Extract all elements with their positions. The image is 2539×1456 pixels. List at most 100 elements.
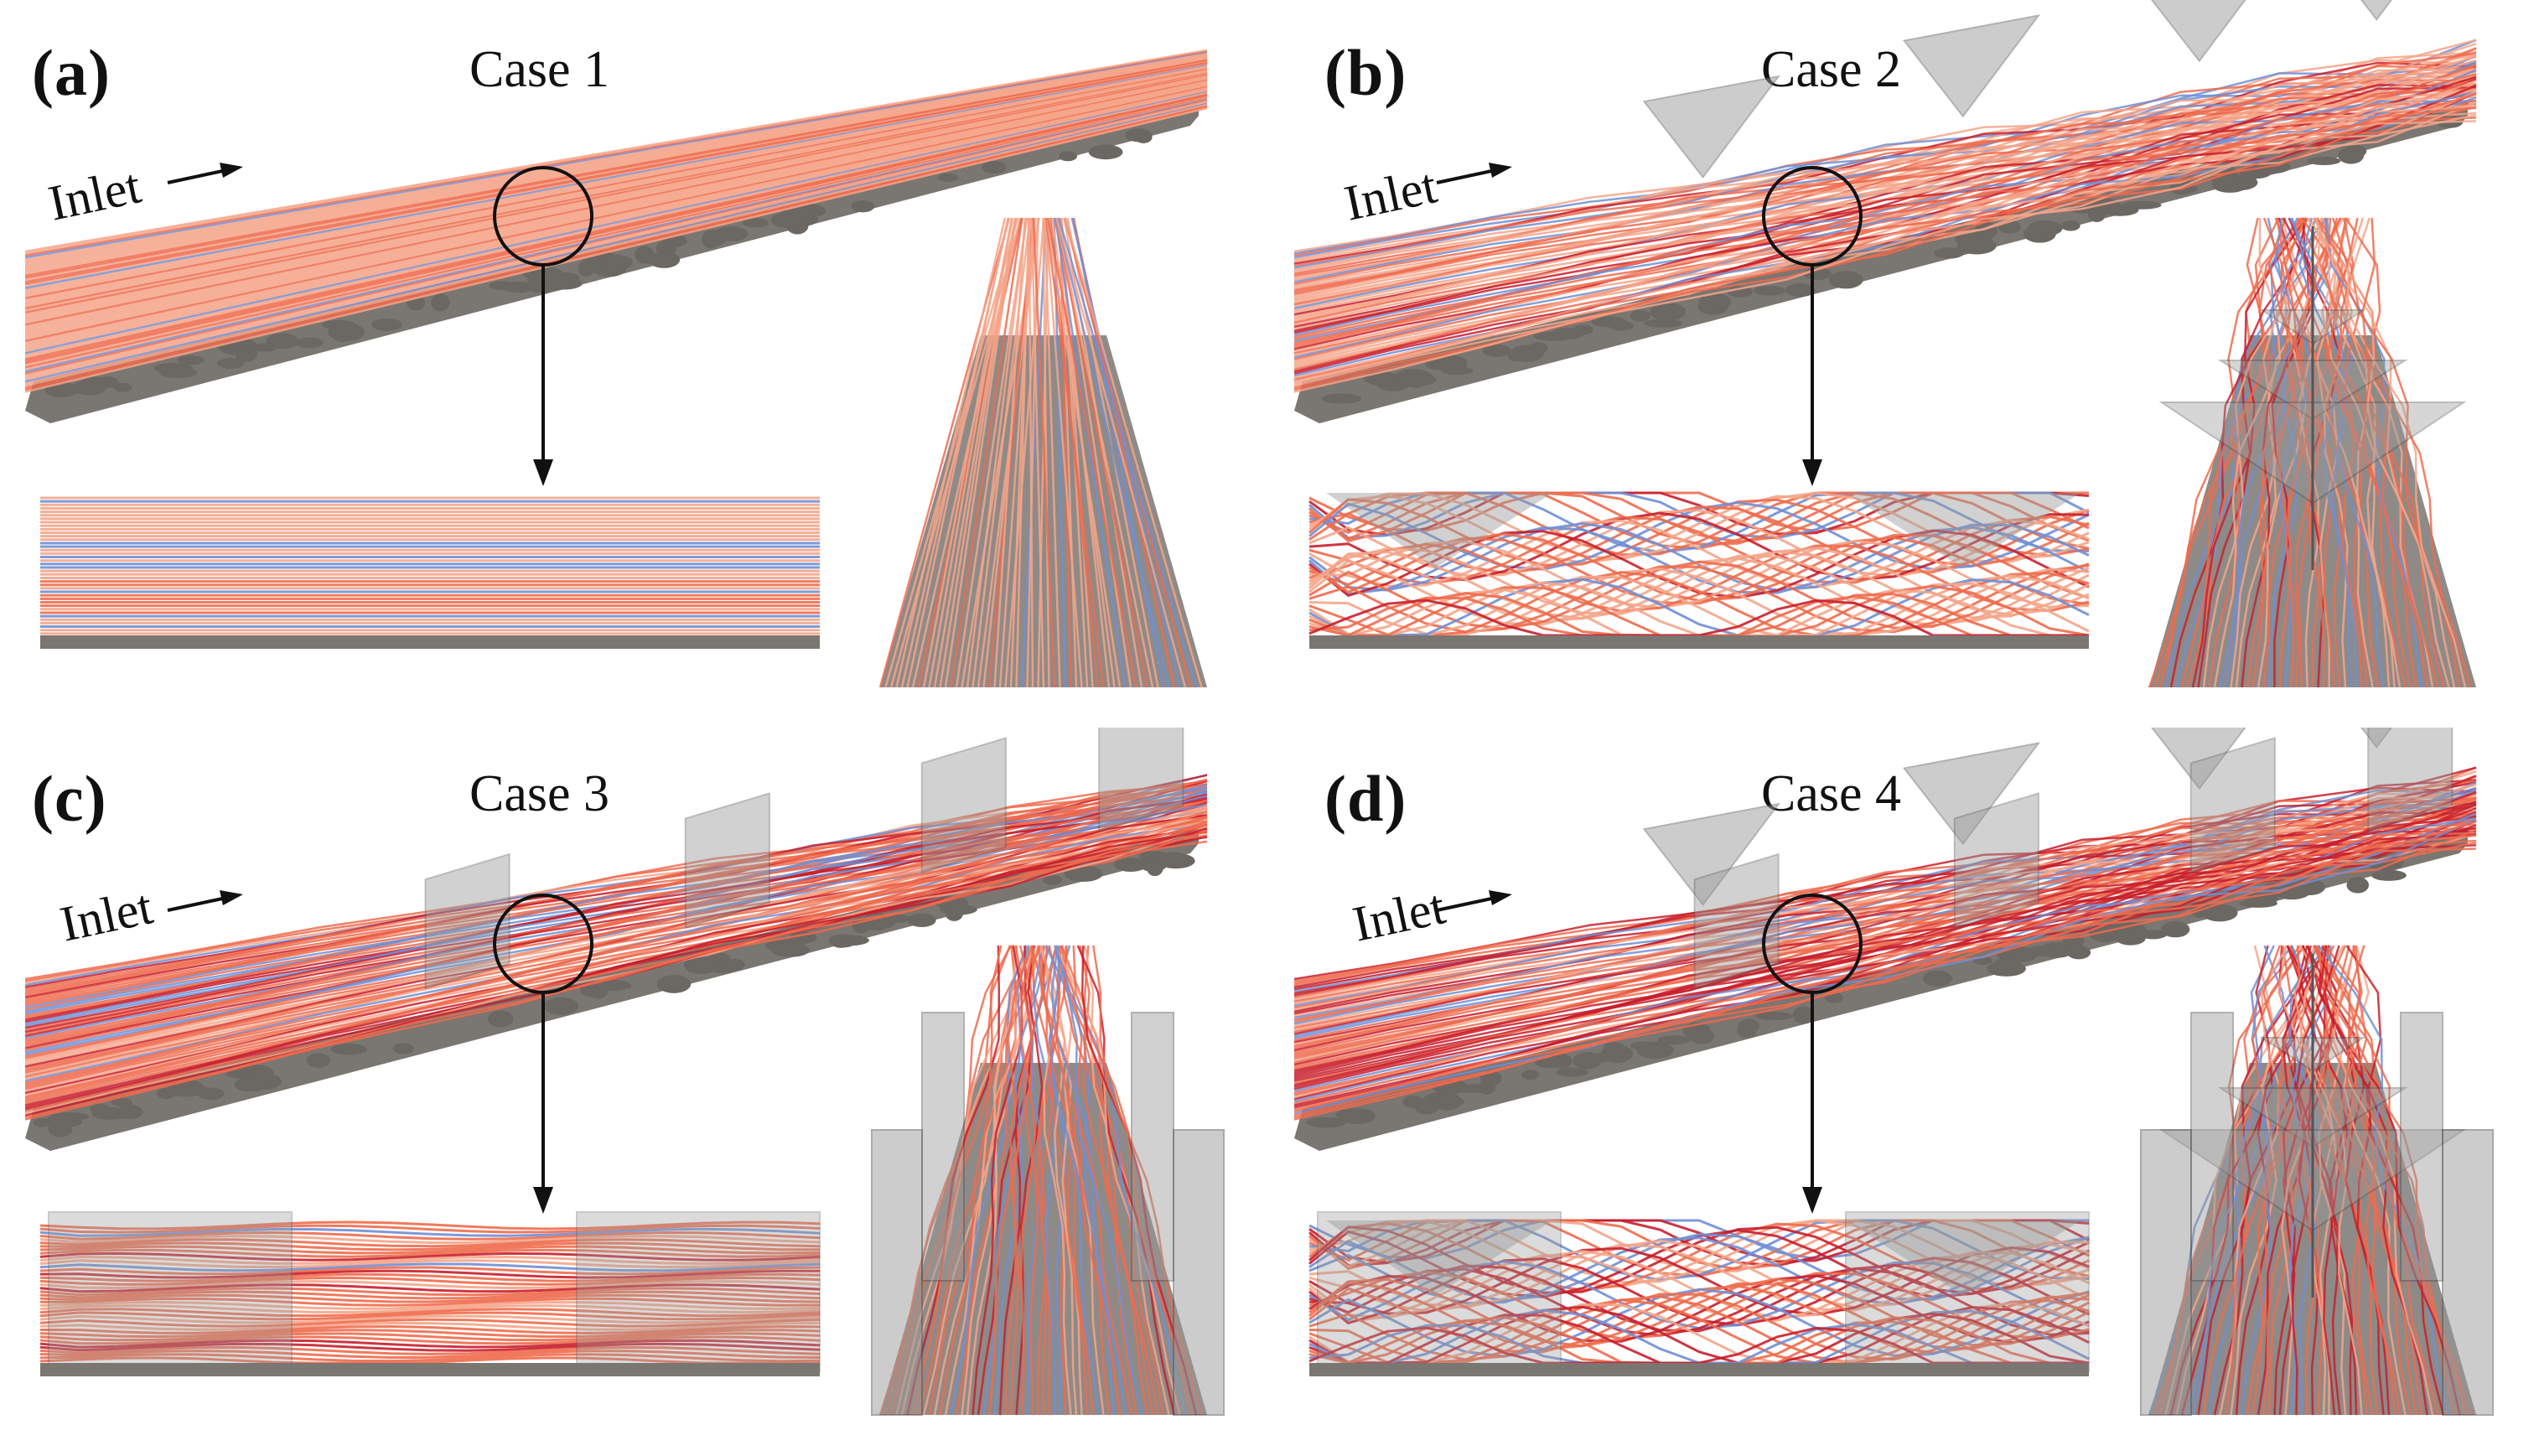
streamline — [24, 828, 1208, 1099]
streamline — [1293, 815, 2477, 1074]
streamline — [2306, 945, 2385, 1416]
streamline — [1076, 945, 1176, 1416]
bed-grain — [2060, 220, 2080, 231]
streamline — [24, 840, 1208, 1121]
bed-grain — [981, 161, 1007, 174]
streamline — [1293, 781, 2477, 1025]
case-title: Case 2 — [1761, 41, 1902, 98]
streamline — [39, 1356, 820, 1365]
streamline — [39, 1353, 821, 1363]
streamline — [1293, 96, 2477, 359]
triangular-baffle — [1903, 14, 2041, 118]
streamline — [2322, 945, 2402, 1416]
streamline — [39, 1304, 821, 1314]
bed-grain — [541, 272, 581, 282]
bed-grain — [234, 1078, 268, 1092]
streamline — [993, 217, 1026, 688]
streamline — [2319, 945, 2461, 1416]
streamline — [1308, 578, 2090, 637]
streamline — [1041, 945, 1089, 1416]
panel-label: (b) — [1324, 36, 1407, 109]
streamline — [955, 217, 1029, 688]
streamline — [1308, 1263, 2090, 1334]
bed-grain — [851, 200, 875, 213]
bed-grain — [252, 343, 277, 352]
streamline — [1308, 1257, 2090, 1327]
streamline — [1019, 945, 1037, 1416]
rectangular-baffle — [2189, 737, 2276, 873]
bed-grain — [1922, 970, 1952, 987]
bed-grain — [1306, 1117, 1347, 1128]
streamline — [1045, 945, 1094, 1416]
streamline — [2158, 217, 2305, 688]
zoom-arrow-head — [533, 459, 553, 486]
streamline — [917, 945, 1036, 1416]
streamline — [24, 794, 1208, 1007]
streamline — [2251, 945, 2293, 1416]
rectangular-baffle — [576, 1211, 821, 1372]
bed-grain — [937, 173, 959, 182]
bed-grain — [1600, 1044, 1634, 1063]
streamline — [2277, 945, 2314, 1416]
streamline — [24, 804, 1208, 1034]
bed-grain — [1425, 359, 1452, 370]
streamline — [1293, 824, 2477, 1086]
streamline — [39, 1287, 821, 1297]
side-detail-view — [39, 1211, 821, 1376]
streamline — [2361, 217, 2472, 688]
streamline — [1023, 945, 1044, 1416]
zoom-arrow-head — [1802, 459, 1822, 486]
streamline — [1308, 1302, 2090, 1365]
streamline — [1045, 217, 1122, 688]
streamline — [1044, 945, 1143, 1416]
bed-grain — [725, 959, 745, 972]
zoom-arrow-head — [533, 1187, 553, 1214]
bed-grain — [489, 281, 516, 291]
bed-grain — [713, 226, 749, 241]
streamline — [1062, 945, 1159, 1416]
streamline — [1308, 1305, 2090, 1365]
streamline — [39, 1280, 821, 1290]
panel-d: (d) Case 4 Inlet — [1269, 728, 2538, 1455]
streamline — [39, 1332, 821, 1342]
streamline — [1308, 1298, 2090, 1365]
streamline — [39, 1255, 821, 1266]
bed-grain — [742, 218, 769, 228]
streamline — [2293, 217, 2342, 688]
panel-label: (c) — [32, 762, 107, 835]
streamline — [1054, 217, 1127, 688]
front-view — [878, 217, 1207, 688]
streamline — [1308, 1288, 2090, 1358]
rectangular-baffle — [1953, 792, 2039, 929]
streamline — [1308, 1239, 2090, 1309]
streamline — [1293, 62, 2477, 255]
streamline — [1293, 803, 2477, 1076]
streamline — [1308, 539, 2090, 609]
bed-grain — [648, 251, 681, 268]
bed-grain — [1993, 957, 2020, 970]
streamline — [39, 1276, 821, 1286]
triangular-baffle — [1326, 493, 1552, 568]
streamline — [982, 945, 1030, 1416]
streamline — [2186, 217, 2302, 688]
panel-art — [1293, 0, 2477, 688]
streamline — [39, 1321, 821, 1331]
streamline — [1055, 217, 1154, 688]
streamline — [2305, 217, 2450, 688]
bed-grain — [779, 209, 812, 220]
inlet-arrow — [167, 896, 227, 912]
streamline — [2197, 217, 2308, 688]
streamline — [1055, 217, 1170, 688]
streamline — [1308, 1219, 2090, 1273]
channel-bed — [1309, 1363, 2089, 1376]
streamline — [1293, 826, 2477, 1072]
streamline — [1308, 547, 2090, 617]
panel-a: (a) Case 1 Inlet — [0, 0, 1269, 728]
streamline — [1038, 945, 1122, 1416]
streamline — [939, 217, 1017, 688]
streamline — [1308, 529, 2090, 599]
bed-grain — [1630, 310, 1650, 322]
inlet-arrow-head — [1489, 163, 1512, 178]
streamline — [1057, 217, 1198, 688]
streamline — [1293, 833, 2477, 1099]
